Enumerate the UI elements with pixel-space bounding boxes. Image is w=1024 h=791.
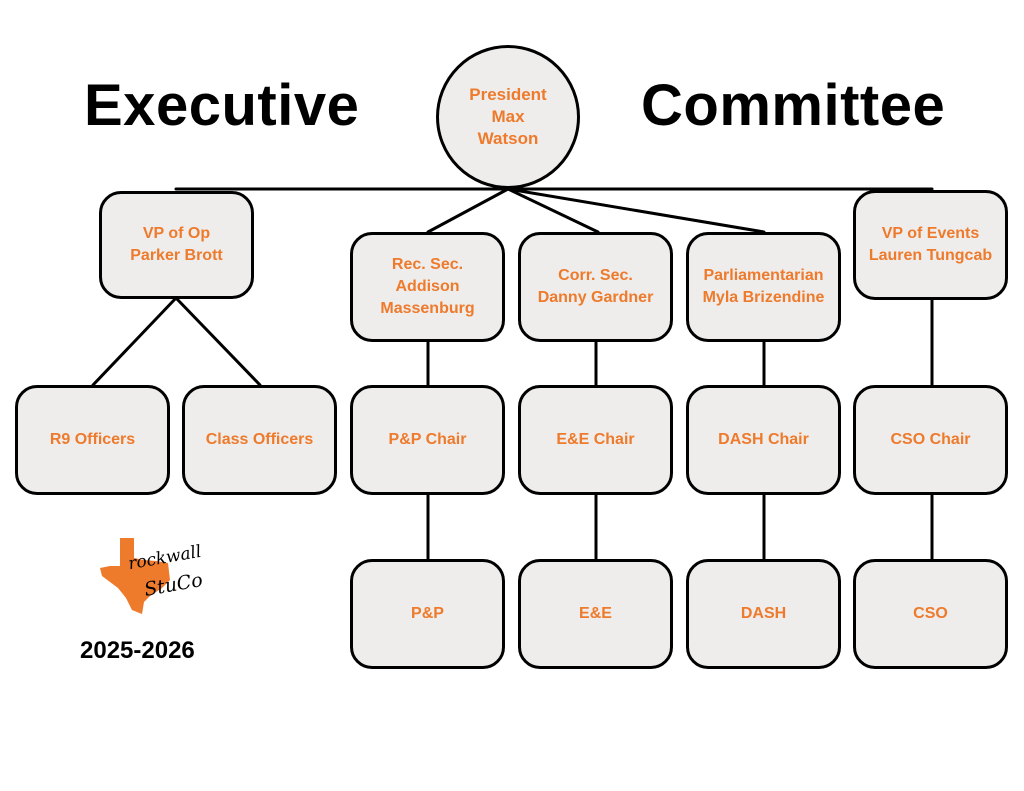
- connector-rec-sec: [426, 187, 510, 234]
- node-vp-events: VP of Events Lauren Tungcab: [853, 190, 1008, 300]
- node-dash-chair: DASH Chair: [686, 385, 841, 495]
- connector-corr-sec: [506, 187, 600, 234]
- connector-r9: [91, 296, 178, 387]
- node-pp-chair: P&P Chair: [350, 385, 505, 495]
- node-president: President Max Watson: [436, 45, 580, 189]
- texas-map-icon: [100, 538, 170, 614]
- node-cso: CSO: [853, 559, 1008, 669]
- title-executive: Executive: [84, 73, 360, 138]
- title-committee: Committee: [641, 73, 946, 138]
- connector-parliamentarian: [506, 187, 766, 234]
- node-cso-chair: CSO Chair: [853, 385, 1008, 495]
- node-corr-sec: Corr. Sec. Danny Gardner: [518, 232, 673, 342]
- node-rec-sec: Rec. Sec. Addison Massenburg: [350, 232, 505, 342]
- stuco-logo: rockwall StuCo: [98, 536, 218, 616]
- node-parliamentarian: Parliamentarian Myla Brizendine: [686, 232, 841, 342]
- connector-class: [174, 296, 262, 387]
- node-ee-chair: E&E Chair: [518, 385, 673, 495]
- node-ee: E&E: [518, 559, 673, 669]
- node-vp-op: VP of Op Parker Brott: [99, 191, 254, 299]
- node-class-officers: Class Officers: [182, 385, 337, 495]
- node-dash: DASH: [686, 559, 841, 669]
- node-r9-officers: R9 Officers: [15, 385, 170, 495]
- year-label: 2025-2026: [80, 637, 195, 664]
- node-pp: P&P: [350, 559, 505, 669]
